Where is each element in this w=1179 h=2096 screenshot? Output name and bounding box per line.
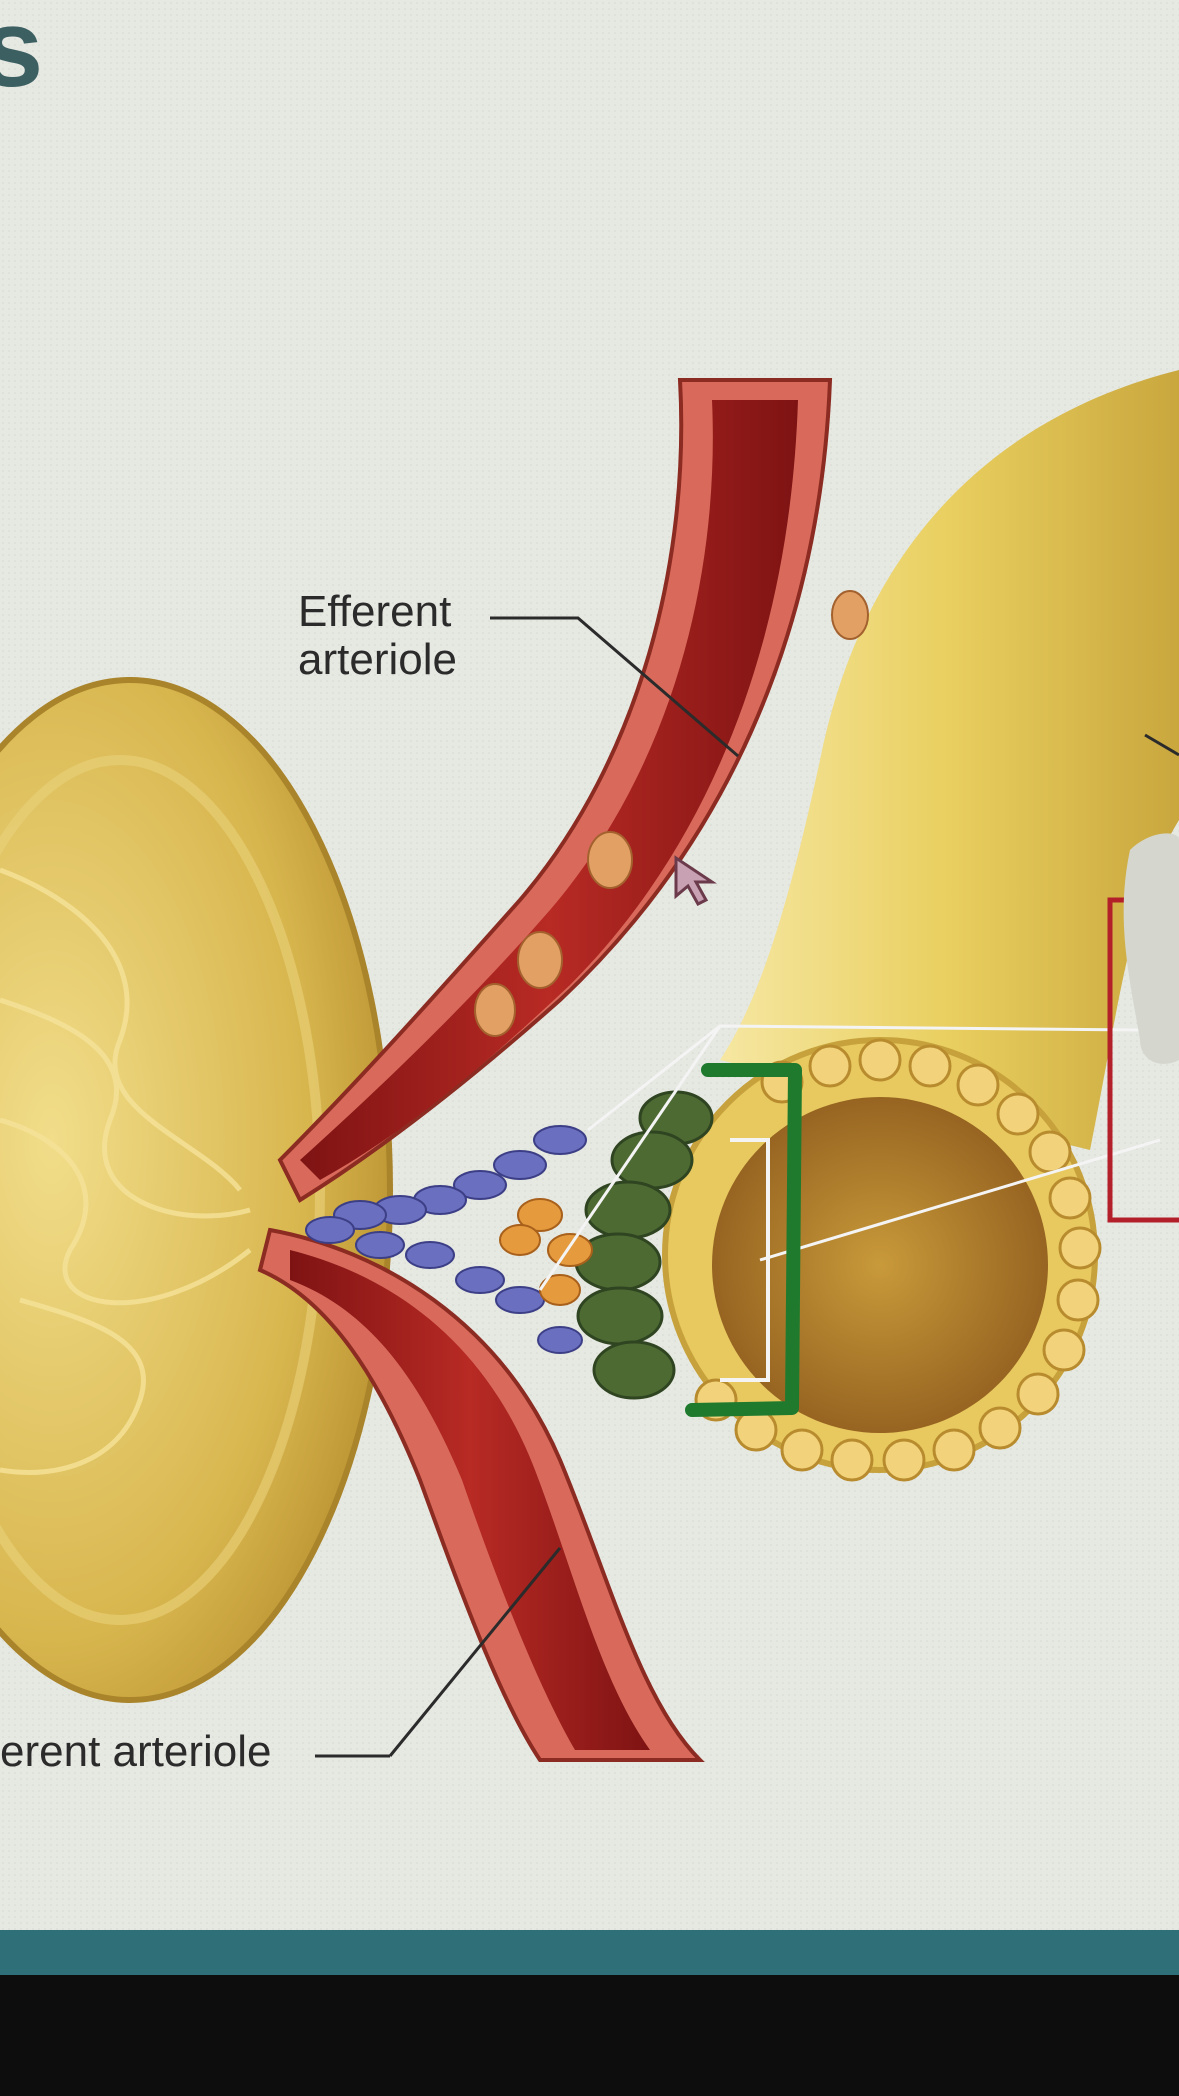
tubule-wall-cells (694, 1038, 1102, 1482)
screen-edge (0, 1930, 1179, 1980)
leader-lines-white (538, 1024, 1161, 1291)
cover-sticker (1123, 833, 1179, 1064)
heading-fragment: s (0, 0, 43, 110)
smooth-muscle-bumps (474, 590, 869, 1037)
efferent-arteriole-lumen (300, 400, 798, 1180)
granular-cells (305, 1125, 587, 1354)
efferent-arteriole-label: Efferent arteriole (298, 588, 457, 684)
afferent-arteriole-label: erent arteriole (0, 1727, 272, 1776)
green-bracket-annotation (685, 1063, 802, 1417)
afferent-arteriole-lumen (290, 1250, 650, 1750)
efferent-label-line1: Efferent (298, 587, 452, 636)
leader-lines (315, 616, 1179, 1758)
glomerular-capillaries (0, 867, 252, 1475)
efferent-label-line2: arteriole (298, 635, 457, 684)
distal-tubule (720, 370, 1179, 1150)
white-bracket (720, 1138, 770, 1382)
tubule-lumen (712, 1097, 1048, 1433)
screen-bezel (0, 1975, 1179, 2096)
efferent-arteriole-wall (277, 378, 833, 1203)
bowman-capsule-inner (0, 755, 325, 1625)
macula-densa (574, 1090, 714, 1400)
mouse-cursor-icon (674, 855, 717, 906)
